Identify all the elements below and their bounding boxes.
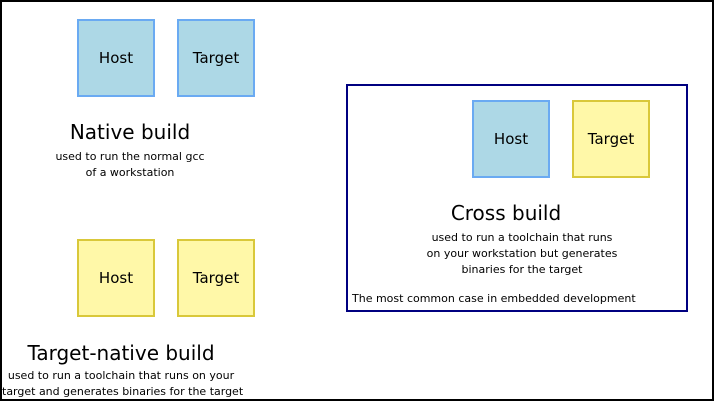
cross-build-desc-3: binaries for the target	[461, 263, 583, 276]
target-native-build-desc-1: used to run a toolchain that runs on you…	[7, 369, 235, 382]
target-native-host-box: Host	[77, 239, 155, 317]
cross-target-box: Target	[572, 100, 650, 178]
cross-build-desc-1: used to run a toolchain that runs	[431, 231, 613, 244]
target-native-build-title: Target-native build	[27, 341, 215, 365]
native-host-label: Host	[98, 49, 134, 67]
cross-target-label: Target	[587, 130, 635, 148]
native-build-desc-2: of a workstation	[85, 166, 175, 179]
target-native-host-label: Host	[98, 269, 134, 287]
cross-host-label: Host	[493, 130, 529, 148]
native-target-box: Target	[177, 19, 255, 97]
target-native-target-label: Target	[192, 269, 240, 287]
cross-build-frame	[346, 84, 688, 312]
native-target-label: Target	[192, 49, 240, 67]
cross-host-box: Host	[472, 100, 550, 178]
native-build-desc-1: used to run the normal gcc	[55, 150, 205, 163]
target-native-build-desc-2: target and generates binaries for the ta…	[2, 385, 244, 398]
cross-build-note: The most common case in embedded develop…	[352, 292, 636, 305]
cross-build-title: Cross build	[450, 201, 562, 225]
native-host-box: Host	[77, 19, 155, 97]
target-native-target-box: Target	[177, 239, 255, 317]
native-build-title: Native build	[69, 120, 191, 144]
cross-build-desc-2: on your workstation but generates	[426, 247, 618, 260]
